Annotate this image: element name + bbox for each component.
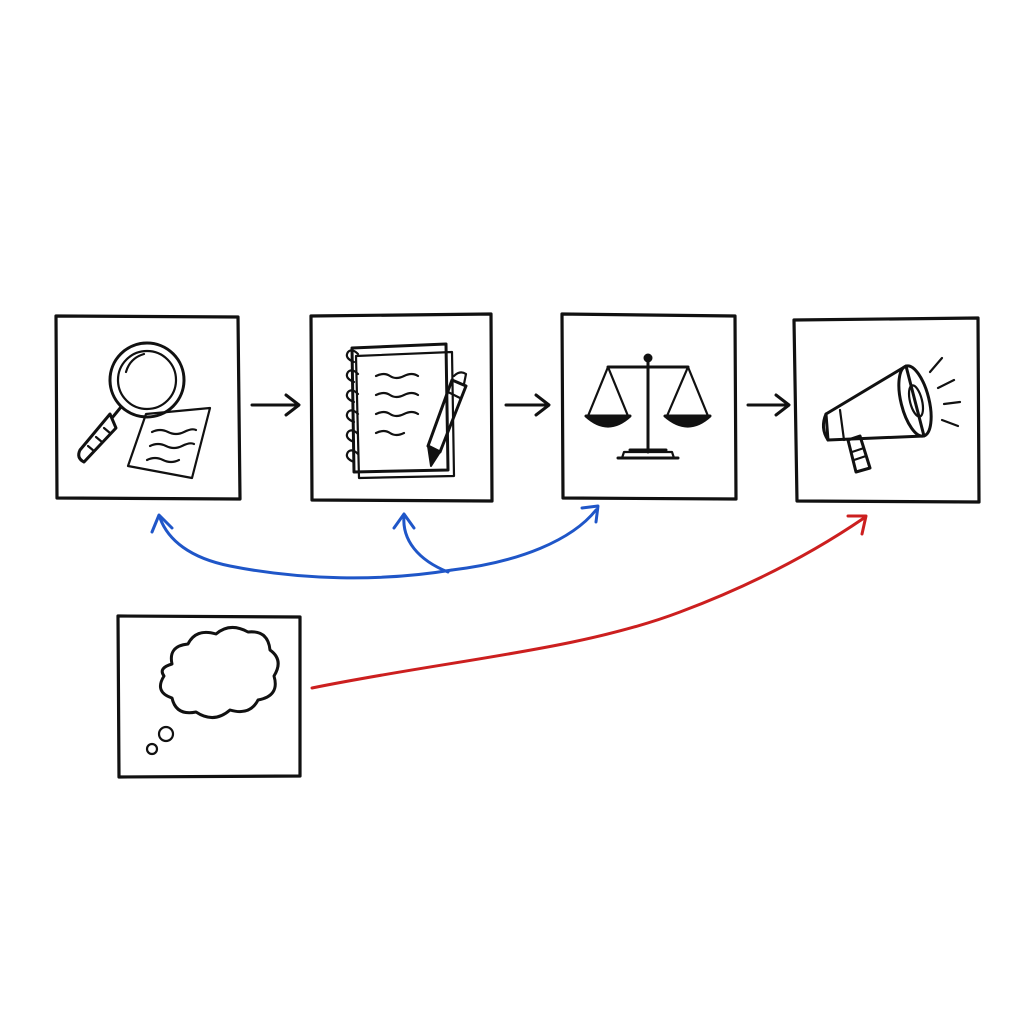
feedback-arrowhead-draft <box>392 512 416 530</box>
megaphone-icon <box>821 356 962 474</box>
notebook-pen-icon <box>345 342 468 480</box>
stage-box-research <box>54 314 242 501</box>
stage-box-publish-frame <box>792 316 981 504</box>
idea-box <box>116 614 302 779</box>
idea-box-frame <box>116 614 302 779</box>
idea-to-publish-link <box>310 514 868 690</box>
balance-scale-icon <box>584 353 712 460</box>
idea-curve <box>310 516 866 690</box>
stage-box-publish <box>792 316 981 504</box>
feedback-curve-to-draft <box>402 514 450 574</box>
flow-arrow-evaluate-to-publish <box>746 393 791 417</box>
flow-arrow-draft-to-evaluate <box>504 393 551 417</box>
feedback-arrowhead-research <box>150 513 174 534</box>
feedback-links <box>150 504 600 580</box>
flow-arrow-research-to-draft <box>250 393 301 417</box>
magnifier-document-icon <box>77 341 212 480</box>
stage-box-research-frame <box>54 314 242 501</box>
thought-cloud-icon <box>145 626 280 756</box>
feedback-curve-to-evaluate <box>450 508 598 572</box>
stage-box-draft <box>309 312 494 503</box>
stage-box-evaluate-frame <box>560 312 738 501</box>
stage-box-draft-frame <box>309 312 494 503</box>
feedback-curve-to-research <box>158 516 454 580</box>
stage-box-evaluate <box>560 312 738 501</box>
idea-arrowhead <box>846 514 868 536</box>
feedback-arrowhead-evaluate <box>580 504 600 524</box>
